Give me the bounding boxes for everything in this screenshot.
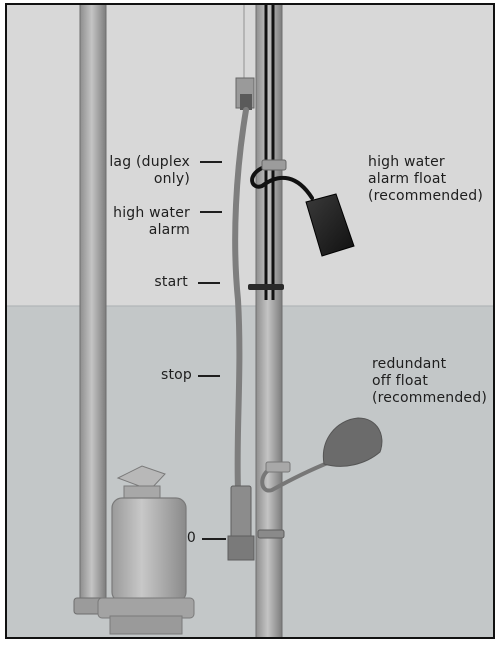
redundant-off-float [260,417,383,493]
discharge-pipe [79,3,107,605]
lag-level-label: lag (duplex only) [109,154,190,187]
float-mounting-pipe [255,3,283,639]
cable-clamp-lower [257,529,285,539]
diagram-frame [5,3,495,639]
stop-level-label: stop [160,367,192,383]
redundant-off-float-label: redundant off float (recommended) [372,356,487,406]
high-water-alarm-float-label: high water alarm float (recommended) [368,154,483,204]
high-water-alarm-float [250,159,355,257]
zero-level-label: 0 [186,530,196,546]
cable-clamp-start [248,284,284,290]
start-level-label: start [154,274,188,290]
pump-float-switch [227,77,255,561]
high-water-alarm-level-label: high water alarm [113,205,190,238]
sewage-pump [97,465,195,635]
